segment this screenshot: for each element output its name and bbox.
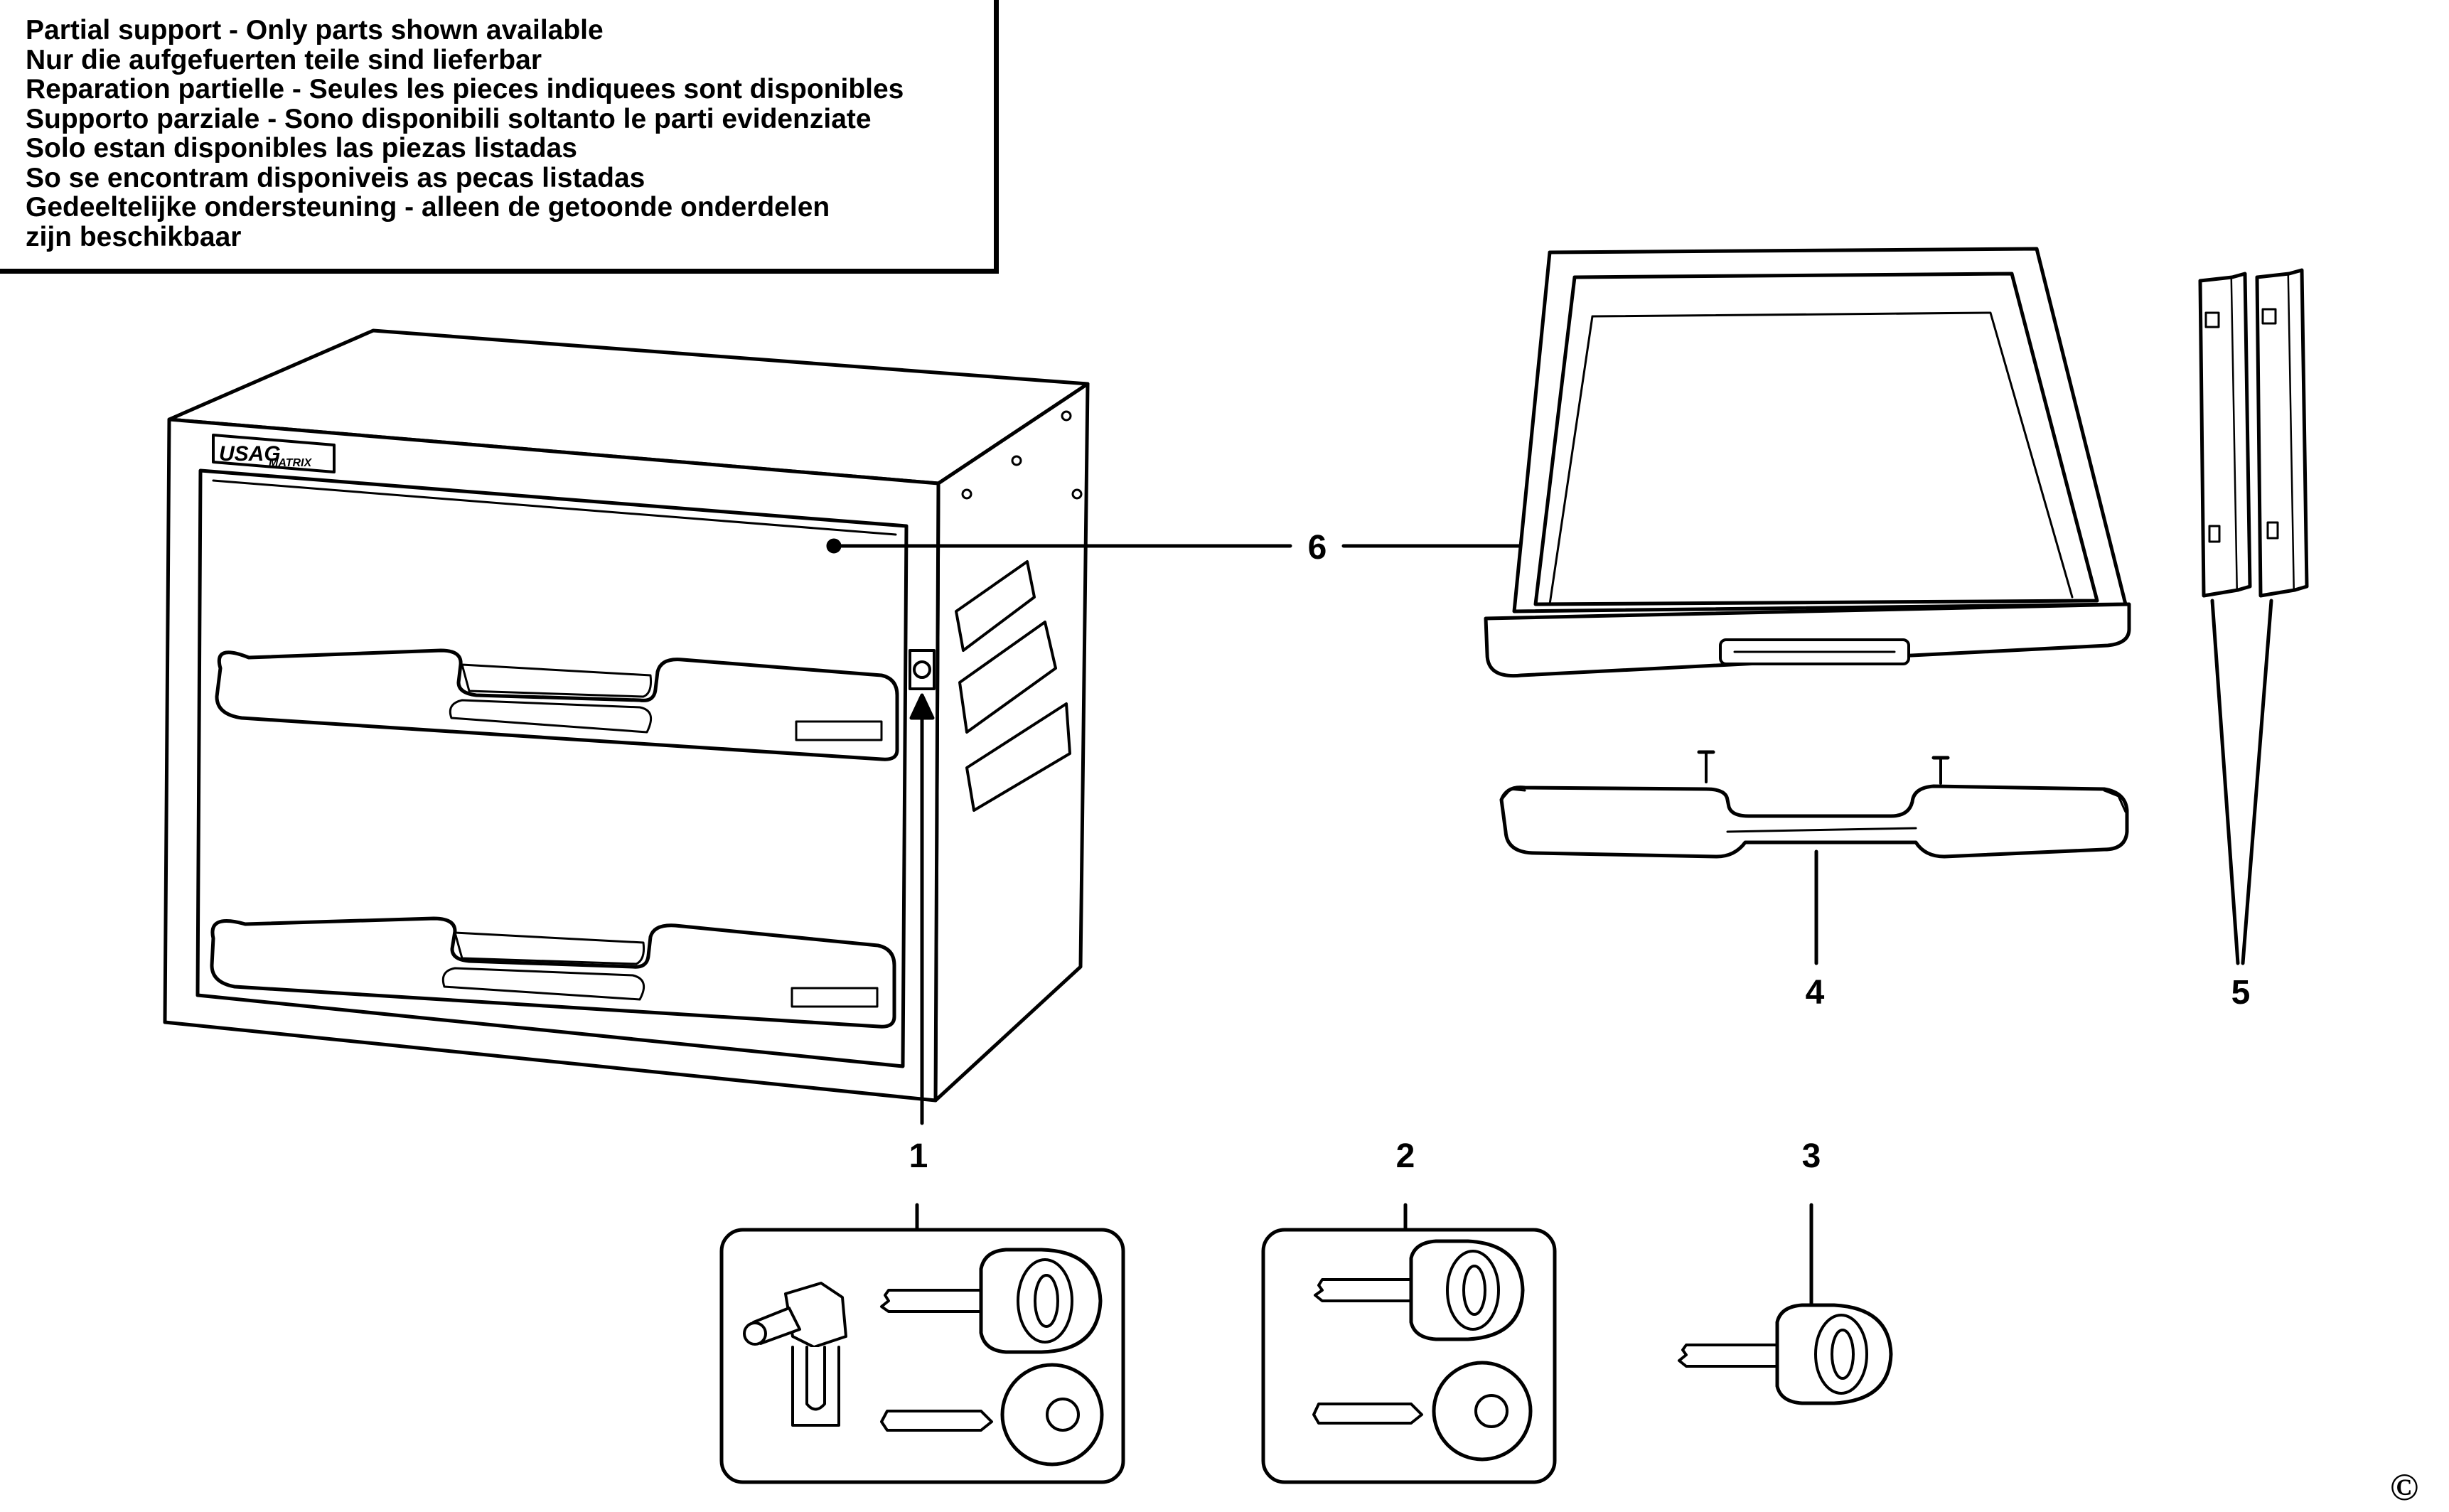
notice-line-dutch-cont: zijn beschikbaar [26, 221, 242, 252]
notice-line-italian: Supporto parziale - Sono disponibili sol… [26, 103, 872, 134]
callout-number-1: 1 [909, 1137, 928, 1175]
drawer-drawing [1484, 247, 2131, 678]
availability-notice-box: Partial support - Only parts shown avail… [0, 0, 999, 274]
runners-part-5-drawing [2198, 268, 2309, 965]
handle-part-4-drawing [1499, 750, 2129, 965]
cabinet-drawing: USAG MATRIX [163, 328, 1090, 1103]
part-2-key-set-drawing [1261, 1203, 1557, 1484]
notice-line-english: Partial support - Only parts shown avail… [26, 15, 604, 45]
callout-number-3: 3 [1802, 1137, 1821, 1175]
notice-line-german: Nur die aufgefuerten teile sind lieferba… [26, 44, 542, 75]
notice-line-portuguese: So se encontram disponiveis as pecas lis… [26, 162, 645, 193]
callout-number-2: 2 [1396, 1137, 1415, 1175]
notice-line-french: Reparation partielle - Seules les pieces… [26, 74, 904, 104]
part-1-lock-kit-drawing [719, 1228, 1125, 1484]
part-3-key-drawing [1678, 1203, 1893, 1405]
cabinet-logo-main: USAG [219, 442, 281, 466]
notice-line-dutch: Gedeeltelijke ondersteuning - alleen de … [26, 192, 830, 222]
cabinet-logo-sub: MATRIX [269, 457, 312, 469]
copyright-mark: © [2390, 1466, 2418, 1508]
notice-line-spanish: Solo estan disponibles las piezas listad… [26, 133, 577, 163]
callout-number-6: 6 [1308, 529, 1327, 567]
callout-number-4: 4 [1806, 974, 1825, 1012]
callout-1-leader [909, 693, 935, 1232]
callout-number-5: 5 [2231, 974, 2251, 1012]
